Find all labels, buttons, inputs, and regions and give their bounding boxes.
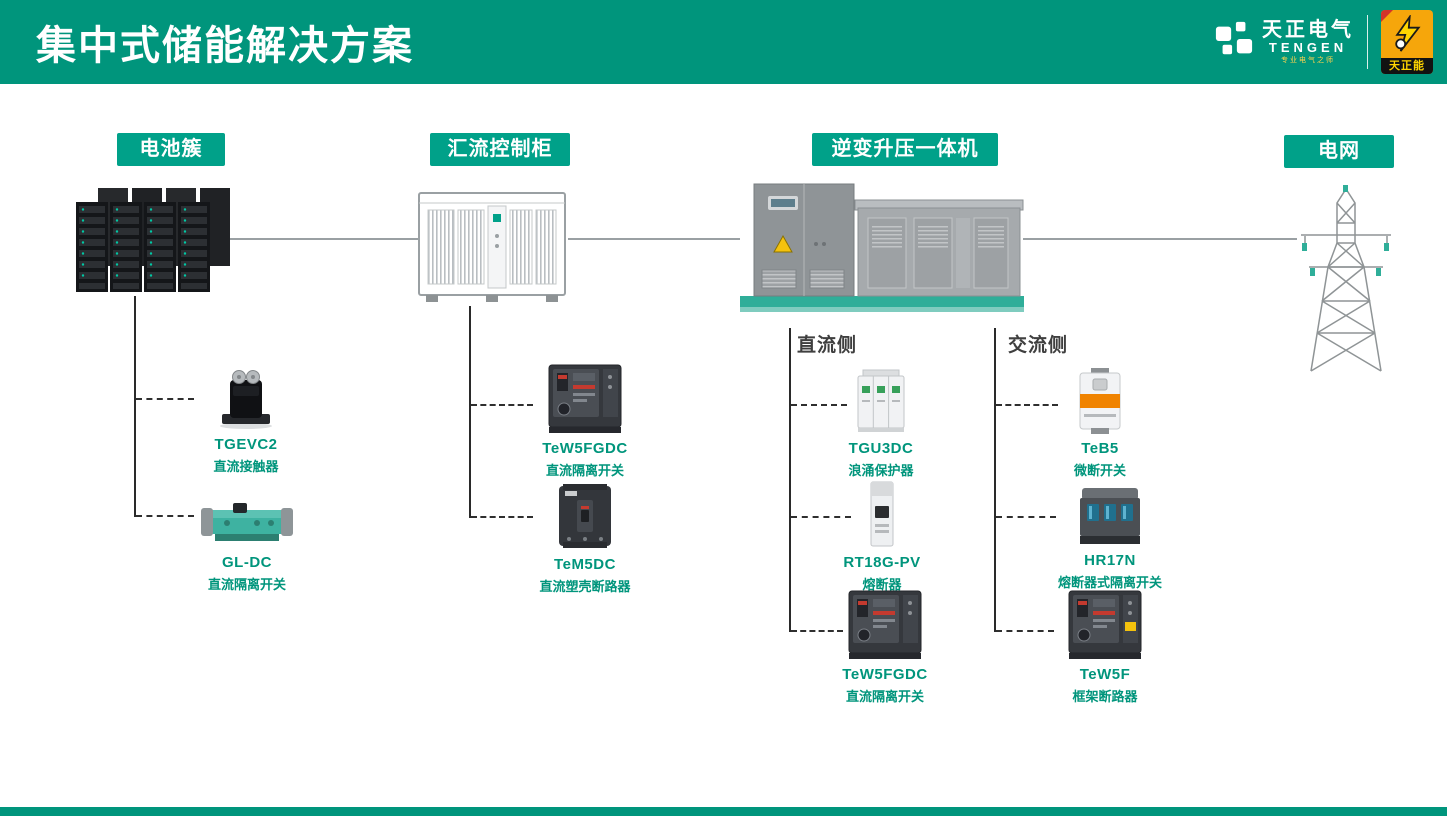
component-desc: 微断开关 [1073, 463, 1126, 478]
header: 集中式储能解决方案 天正电气 TENGEN 专业电气之师 [0, 0, 1447, 84]
dashed-connector [791, 404, 847, 406]
fuse-disconnector-image [1078, 478, 1142, 546]
combiner-branch-line [469, 306, 471, 518]
dashed-connector [791, 516, 851, 518]
battery-branch-line [134, 296, 136, 517]
component-name: TeW5F [1079, 666, 1131, 683]
component-desc: 熔断器式隔离开关 [1057, 575, 1162, 590]
battery-cluster-image [68, 186, 232, 301]
brand-name-en: TENGEN [1268, 40, 1348, 55]
station-label-grid: 电网 [1284, 135, 1394, 168]
component-desc: 直流隔离开关 [545, 463, 624, 478]
component-tem5dc: TeM5DC 直流塑壳断路器 [520, 480, 650, 595]
dashed-connector [136, 515, 194, 517]
dashed-connector [996, 630, 1054, 632]
combiner-cabinet-image [416, 190, 568, 310]
brand-divider [1367, 15, 1368, 69]
component-tgevc2: TGEVC2 直流接触器 [181, 360, 311, 475]
component-name: TGU3DC [848, 440, 914, 457]
dc-side-label: 直流侧 [797, 335, 858, 356]
ac-side-branch-line [994, 328, 996, 632]
component-desc: 熔断器 [862, 577, 902, 592]
badge-corner-accent [1381, 10, 1393, 22]
mascot-badge: 天正能 [1381, 10, 1433, 74]
component-desc: 直流塑壳断路器 [539, 579, 631, 594]
component-name: GL-DC [222, 554, 272, 571]
component-hr17n: HR17N 熔断器式隔离开关 [1035, 478, 1185, 591]
component-name: TeB5 [1081, 440, 1119, 457]
connector-line [230, 238, 418, 240]
molded-case-breaker-image [553, 480, 617, 550]
component-name: TeW5FGDC [842, 666, 928, 683]
component-gl-dc: GL-DC 直流隔离开关 [182, 478, 312, 593]
component-rt18g-pv: RT18G-PV 熔断器 [817, 476, 947, 593]
connector-line [1023, 238, 1297, 240]
miniature-breaker-image [1076, 362, 1124, 434]
component-desc: 直流接触器 [213, 459, 279, 474]
dc-contactor-image [216, 360, 276, 430]
dashed-connector [791, 630, 843, 632]
page-title: 集中式储能解决方案 [36, 24, 414, 68]
brand-area: 天正电气 TENGEN 专业电气之师 天正能 [1214, 0, 1433, 84]
transmission-tower-image [1293, 183, 1398, 378]
component-name: TGEVC2 [214, 436, 278, 453]
component-name: TeW5FGDC [542, 440, 628, 457]
brand-text: 天正电气 TENGEN 专业电气之师 [1262, 19, 1354, 65]
station-label-inverter: 逆变升压一体机 [812, 133, 998, 166]
lightning-mascot-icon [1389, 13, 1425, 58]
brand-name-cn: 天正电气 [1262, 19, 1354, 41]
component-tew5f: TeW5F 框架断路器 [1040, 588, 1170, 705]
surge-protector-image [855, 362, 907, 434]
component-teb5: TeB5 微断开关 [1035, 362, 1165, 479]
dashed-connector [471, 404, 533, 406]
inverter-station-image [738, 178, 1026, 323]
air-circuit-breaker-image [548, 362, 622, 434]
component-name: RT18G-PV [843, 554, 921, 571]
ac-side-label: 交流侧 [1008, 335, 1069, 356]
component-tew5fgdc-dc: TeW5FGDC 直流隔离开关 [820, 588, 950, 705]
dashed-connector [996, 404, 1058, 406]
component-desc: 框架断路器 [1072, 689, 1138, 704]
dashed-connector [471, 516, 533, 518]
component-desc: 浪涌保护器 [848, 463, 914, 478]
station-label-battery: 电池簇 [117, 133, 225, 166]
badge-label: 天正能 [1381, 58, 1433, 74]
dc-isolator-switch-image [201, 478, 293, 548]
fuse-holder-image [866, 476, 898, 548]
air-circuit-breaker-image [848, 588, 922, 660]
component-tgu3dc: TGU3DC 浪涌保护器 [816, 362, 946, 479]
connector-line [568, 238, 740, 240]
frame-circuit-breaker-image [1068, 588, 1142, 660]
component-name: TeM5DC [554, 556, 616, 573]
bottom-accent-bar [0, 807, 1447, 816]
component-tew5fgdc-combiner: TeW5FGDC 直流隔离开关 [520, 362, 650, 479]
brand-tagline: 专业电气之师 [1281, 57, 1335, 65]
station-label-combiner: 汇流控制柜 [430, 133, 570, 166]
tengen-logo-icon [1214, 20, 1254, 65]
dashed-connector [136, 398, 194, 400]
dashed-connector [996, 516, 1056, 518]
component-desc: 直流隔离开关 [845, 689, 924, 704]
component-name: HR17N [1084, 552, 1136, 569]
dc-side-branch-line [789, 328, 791, 632]
component-desc: 直流隔离开关 [207, 577, 286, 592]
